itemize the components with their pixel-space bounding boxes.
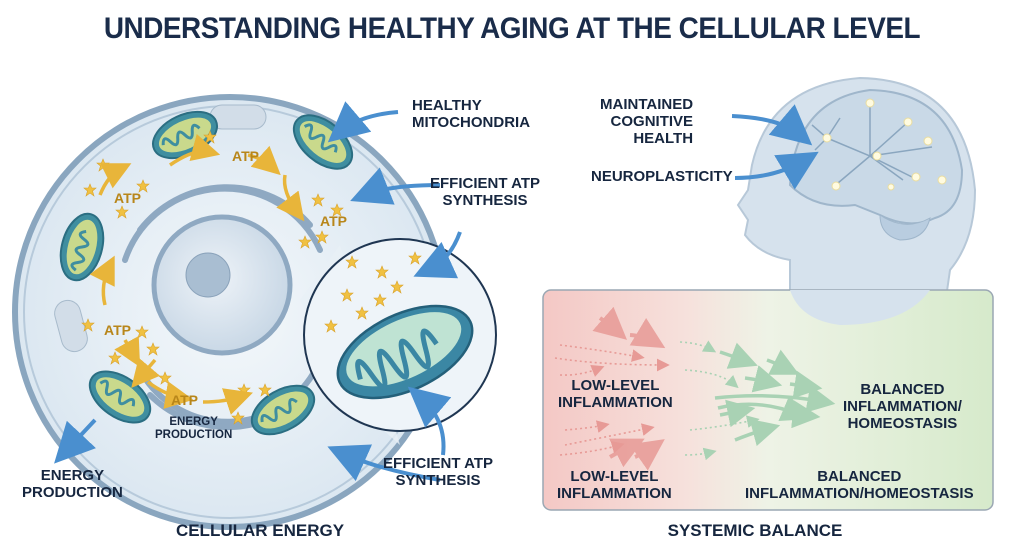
callout-cognitive-health: MAINTAINED COGNITIVE HEALTH [600, 96, 694, 147]
label-balanced-bottom: BALANCED INFLAMMATION/HOMEOSTASIS [745, 468, 974, 502]
atp-label: ATP [114, 190, 141, 206]
label-balanced-top: BALANCED INFLAMMATION/ HOMEOSTASIS [843, 381, 962, 432]
page-title: UNDERSTANDING HEALTHY AGING AT THE CELLU… [103, 12, 921, 45]
callout-arrows-brain [731, 104, 819, 190]
label-low-level-inflammation-bottom: LOW-LEVEL INFLAMMATION [557, 468, 672, 502]
magnified-mitochondrion [303, 238, 497, 432]
section-label-cellular-energy: CELLULAR ENERGY [175, 521, 345, 540]
label-energy-production-inner: ENERGY PRODUCTION [155, 416, 233, 441]
head-illustration [736, 76, 977, 306]
callout-energy-production: ENERGY PRODUCTION [22, 467, 123, 501]
label-low-level-inflammation-top: LOW-LEVEL INFLAMMATION [558, 377, 673, 411]
vacuole [54, 299, 88, 353]
callout-efficient-atp-bottom: EFFICIENT ATP SYNTHESIS [383, 455, 493, 489]
balance-arrows [679, 340, 760, 461]
callout-neuroplasticity: NEUROPLASTICITY [591, 168, 733, 185]
vacuole [209, 104, 267, 130]
neck [790, 290, 930, 325]
callout-healthy-mitochondria: HEALTHY MITOCHONDRIA [412, 97, 531, 131]
atp-flow-arrows [89, 133, 305, 415]
neural-nodes [822, 98, 947, 191]
atp-label: ATP [104, 322, 131, 338]
section-label-systemic-balance: SYSTEMIC BALANCE [667, 521, 843, 540]
atp-label: ATP [232, 148, 259, 164]
atp-label: ATP [320, 213, 347, 229]
callout-arrows-left [54, 101, 462, 482]
callout-efficient-atp-top: EFFICIENT ATP SYNTHESIS [430, 175, 540, 209]
cerebellum [879, 214, 931, 241]
nucleolus [185, 252, 231, 298]
balance-wave-arrows [714, 342, 836, 447]
atp-label: ATP [171, 392, 198, 408]
